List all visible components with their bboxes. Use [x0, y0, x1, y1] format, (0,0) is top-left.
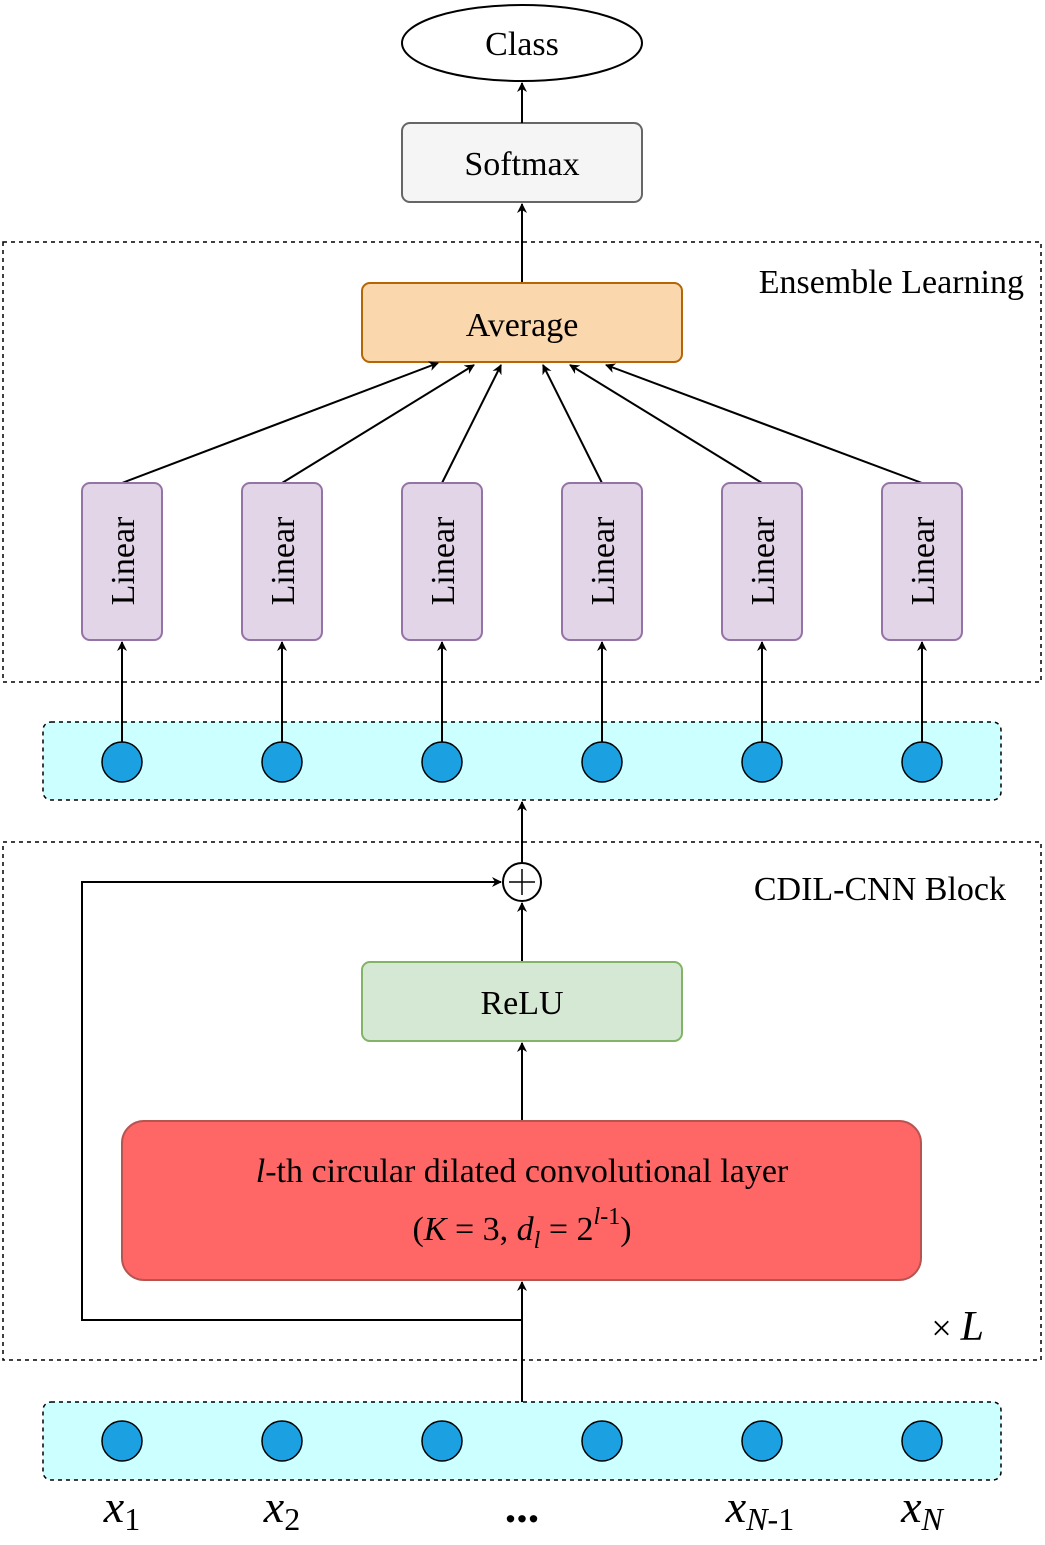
- linear-node-5: [721, 482, 803, 641]
- relu-node: [361, 961, 683, 1042]
- input-node-5: [741, 1420, 783, 1462]
- linear-block-1: Linear: [81, 482, 163, 641]
- input-node-1: [101, 1420, 143, 1462]
- repeat-label: × L: [931, 1304, 984, 1350]
- residual-connection: [81, 877, 522, 1321]
- input-node-3: [421, 1420, 463, 1462]
- linear-block-5: Linear: [721, 482, 803, 641]
- relu-label: ReLU: [480, 985, 563, 1022]
- linear-node-2: [241, 482, 323, 641]
- arrow-linear-1-average: [121, 361, 439, 484]
- linear-node-1: [81, 482, 163, 641]
- feature-node-2: [261, 741, 303, 783]
- feature-node-3: [421, 741, 463, 783]
- conv-layer-title: l-th circular dilated convolutional laye…: [256, 1153, 789, 1190]
- linear-label-3: Linear: [425, 516, 462, 605]
- linear-node-6: [881, 482, 963, 641]
- class-label: Class: [485, 26, 559, 63]
- arrow-linear-2-average: [281, 364, 475, 484]
- feature-node-5: [741, 741, 783, 783]
- linear-label-4: Linear: [585, 516, 622, 605]
- average-node: [361, 282, 683, 363]
- arrow-linear-3-average: [441, 364, 502, 484]
- linear-node-3: [401, 482, 483, 641]
- conv-layer-node: [121, 1120, 922, 1281]
- input-node-4: [581, 1420, 623, 1462]
- arrow-linear-5-average: [569, 364, 763, 484]
- linear-label-5: Linear: [745, 516, 782, 605]
- linear-block-6: Linear: [881, 482, 963, 641]
- conv-var-l: l: [256, 1153, 265, 1190]
- input-label-xN: xN: [900, 1481, 944, 1537]
- class-node: [401, 4, 643, 82]
- input-node-6: [901, 1420, 943, 1462]
- input-label-x2: x2: [263, 1481, 300, 1537]
- linear-block-2: Linear: [241, 482, 323, 641]
- input-band: [42, 1401, 1002, 1481]
- linear-label-6: Linear: [905, 516, 942, 605]
- linear-label-2: Linear: [265, 516, 302, 605]
- input-label-xN-1: xN-1: [725, 1481, 794, 1537]
- linear-block-4: Linear: [561, 482, 643, 641]
- softmax-label: Softmax: [464, 146, 579, 183]
- input-label-ellipsis: ...: [505, 1481, 540, 1532]
- ensemble-label: Ensemble Learning: [759, 264, 1024, 301]
- ensemble-region: [2, 241, 1042, 683]
- average-label: Average: [466, 307, 579, 344]
- linear-label-1: Linear: [105, 516, 142, 605]
- conv-title-suffix: -th circular dilated convolutional layer: [265, 1153, 789, 1190]
- feature-node-4: [581, 741, 623, 783]
- feature-node-1: [101, 741, 143, 783]
- cdil-label: CDIL-CNN Block: [754, 871, 1006, 908]
- arrow-linear-4-average: [542, 364, 603, 484]
- input-label-x1: x1: [103, 1481, 140, 1537]
- input-node-2: [261, 1420, 303, 1462]
- feature-node-6: [901, 741, 943, 783]
- feature-band: [42, 721, 1002, 801]
- linear-block-3: Linear: [401, 482, 483, 641]
- linear-node-4: [561, 482, 643, 641]
- arrow-linear-6-average: [605, 363, 923, 484]
